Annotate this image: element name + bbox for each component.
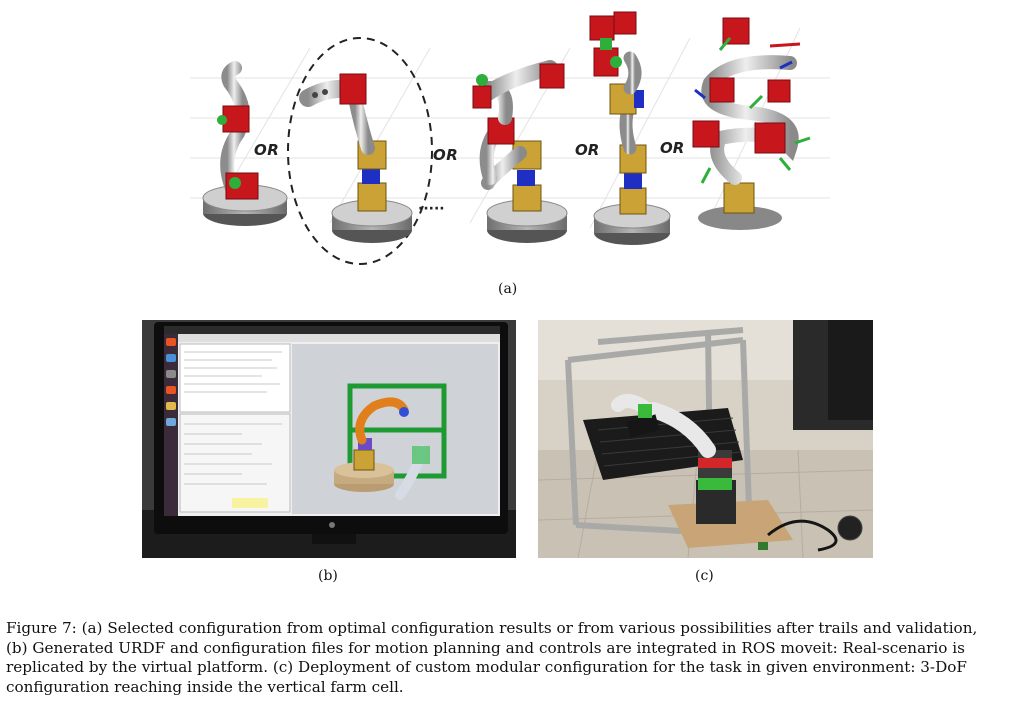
or-text-3: OR	[575, 141, 599, 159]
robot-config-2	[299, 73, 413, 243]
robot-config-3	[472, 60, 568, 243]
panel-a-robot-configurations: OR OR ····· OR OR	[190, 11, 830, 265]
caption-line-4: configuration reaching inside the vertic…	[6, 677, 404, 696]
panel-b-monitor-photo	[142, 320, 516, 558]
robot-config-5	[692, 17, 811, 230]
or-text-1: OR	[254, 141, 279, 159]
robot-config-4	[589, 11, 671, 245]
or-text-2: OR	[433, 146, 458, 164]
or-text-4: OR	[660, 139, 684, 157]
ellipsis-text: ·····	[418, 201, 445, 217]
figure-caption: Figure 7: (a) Selected configuration fro…	[6, 619, 1018, 697]
panel-b-label: (b)	[318, 568, 338, 584]
caption-line-2: (b) Generated URDF and configuration fil…	[6, 638, 965, 657]
highlight-dashed-ellipse	[287, 37, 433, 265]
robot-config-1	[202, 61, 288, 226]
panel-c-label: (c)	[695, 568, 714, 584]
panel-c-deployment-photo	[538, 320, 873, 558]
panel-a-label: (a)	[498, 281, 518, 297]
caption-line-1: Figure 7: (a) Selected configuration fro…	[6, 619, 978, 637]
caption-line-3: replicated by the virtual platform. (c) …	[6, 658, 967, 676]
